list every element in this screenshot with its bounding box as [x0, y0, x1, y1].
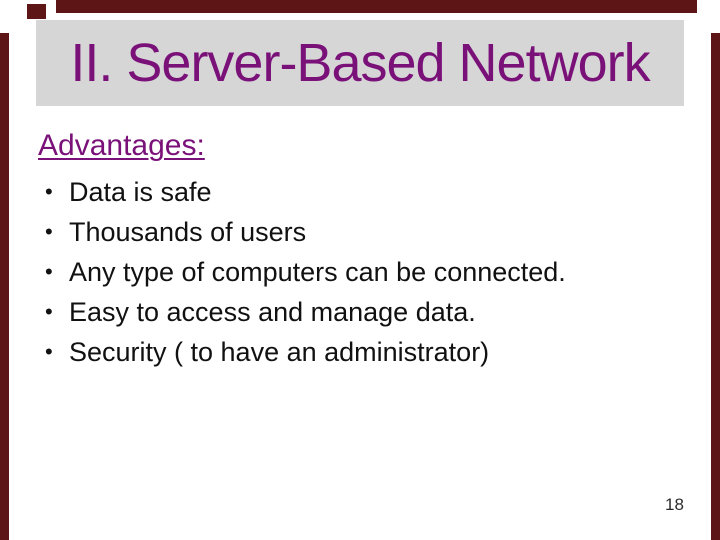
bullet-icon: •: [45, 219, 53, 244]
title-box: II. Server-Based Network: [36, 20, 684, 106]
page-number: 18: [665, 495, 684, 514]
bullet-text: Security ( to have an administrator): [69, 337, 490, 367]
bullet-text: Easy to access and manage data.: [69, 297, 476, 327]
bullet-icon: •: [45, 339, 53, 364]
bullet-icon: •: [45, 299, 53, 324]
bullet-icon: •: [45, 179, 53, 204]
bullet-list: • Data is safe • Thousands of users • An…: [45, 172, 675, 372]
frame-left-bar: [0, 33, 9, 540]
list-item: • Data is safe: [45, 172, 675, 212]
bullet-text: Thousands of users: [69, 217, 307, 247]
section-heading: Advantages:: [38, 129, 205, 162]
list-item: • Security ( to have an administrator): [45, 332, 675, 372]
slide-title: II. Server-Based Network: [70, 33, 650, 93]
frame-corner-square: [27, 4, 46, 19]
list-item: • Thousands of users: [45, 212, 675, 252]
frame-right-bar: [711, 33, 720, 540]
bullet-text: Data is safe: [69, 177, 212, 207]
frame-top-bar: [56, 0, 697, 13]
list-item: • Any type of computers can be connected…: [45, 252, 675, 292]
bullet-icon: •: [45, 259, 53, 284]
bullet-text: Any type of computers can be connected.: [69, 257, 566, 287]
list-item: • Easy to access and manage data.: [45, 292, 675, 332]
